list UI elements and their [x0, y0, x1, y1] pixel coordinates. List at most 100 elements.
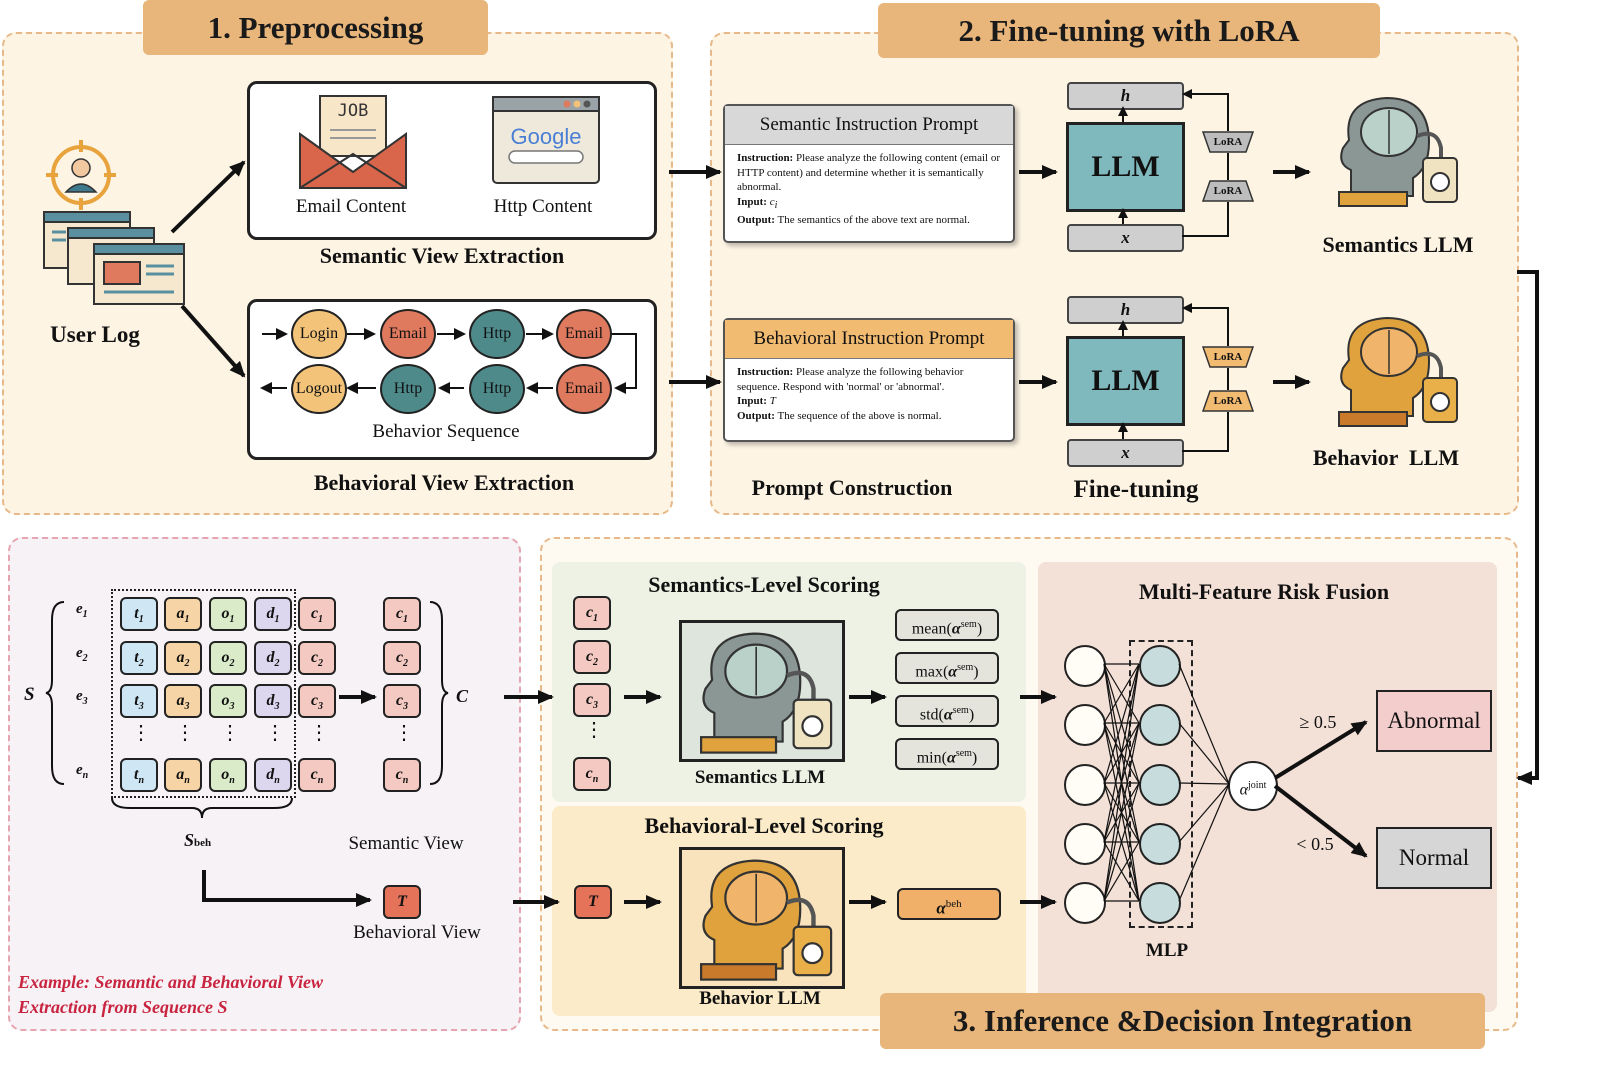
grid-cell-d3: d3: [254, 684, 292, 718]
row-label-e2: e2: [76, 645, 88, 664]
sbeh-s: S: [184, 830, 195, 850]
grid-cell-a1: a1: [164, 597, 202, 631]
behavior-llm-label-top: Behavior LLM: [1312, 445, 1460, 470]
lora-top-down: LoRA: [1202, 180, 1254, 202]
lora-bottom-down-label: LoRA: [1213, 395, 1243, 407]
prompt-construction-label: Prompt Construction: [751, 475, 953, 500]
behavior-sequence-label: Behavior Sequence: [372, 421, 520, 442]
log-windows-icon: [42, 210, 188, 313]
alpha-beh-box: αbeh: [897, 888, 1001, 920]
normal-output: Normal: [1376, 827, 1492, 889]
lora-top-up-label: LoRA: [1213, 136, 1243, 148]
s-left-brace: [45, 601, 65, 785]
mlp-input-node: [1064, 882, 1106, 924]
h-output-top: h: [1067, 82, 1184, 110]
s-symbol: S: [24, 684, 35, 705]
grid-ellipsis: ⋮: [220, 722, 240, 744]
behavioral-view-extraction-label: Behavioral View Extraction: [313, 470, 575, 495]
abnormal-output: Abnormal: [1376, 690, 1492, 752]
semantic-output-text: The semantics of the above text are norm…: [777, 214, 970, 227]
behavior-llm-label-inference: Behavior LLM: [699, 988, 821, 1009]
seq-node-http-1: Http: [469, 309, 525, 359]
sbeh-label: Sbeh: [184, 830, 211, 851]
grid-cell-c1: c1: [298, 597, 336, 631]
fine-tuning-label: Fine-tuning: [1073, 476, 1199, 503]
grid-cell-o1: o1: [209, 597, 247, 631]
alpha-beh-symbol: α: [936, 898, 946, 918]
sbeh-under-brace: [111, 797, 293, 819]
behavioral-view-label: Behavioral View: [353, 922, 481, 943]
grid-cell-dn: dn: [254, 758, 292, 792]
grid-cell-d1: d1: [254, 597, 292, 631]
alpha-beh-sup: beh: [945, 898, 962, 910]
google-logo-text: Google: [510, 124, 582, 149]
lora-bottom-down: LoRA: [1202, 390, 1254, 412]
behavioral-input-label: Input:: [737, 395, 767, 407]
alpha-joint-symbol: α: [1239, 781, 1249, 799]
semantic-instruction-text: Please analyze the following content (em…: [737, 152, 1001, 193]
user-target-icon: [44, 138, 118, 217]
grid-cell-tn: tn: [120, 758, 158, 792]
inf-cn: cn: [573, 757, 611, 791]
row-label-en: en: [76, 762, 89, 781]
seq-node-email-3: Email: [556, 364, 612, 414]
grid-ellipsis: ⋮: [309, 722, 329, 744]
behavioral-prompt-title: Behavioral Instruction Prompt: [725, 320, 1013, 359]
mlp-dashed-box: [1129, 640, 1193, 928]
c-view-cell-c1: c1: [383, 597, 421, 631]
grid-ellipsis: ⋮: [131, 722, 151, 744]
inf-c-ellipsis: ⋮: [584, 719, 604, 741]
semantics-llm-head-icon: [1333, 92, 1461, 215]
seq-node-http-2: Http: [469, 364, 525, 414]
email-content-label: Email Content: [295, 196, 407, 217]
llm-block-bottom: LLM: [1066, 336, 1185, 426]
x-input-bottom: x: [1067, 439, 1184, 467]
behavioral-instruction-prompt: Behavioral Instruction Prompt Instructio…: [723, 318, 1015, 442]
c-view-cell-cn: cn: [383, 758, 421, 792]
sbeh-dotted-box: [111, 589, 296, 798]
semantics-llm-label-top: Semantics LLM: [1322, 232, 1474, 257]
seq-node-http-3: Http: [380, 364, 436, 414]
semantic-prompt-title: Semantic Instruction Prompt: [725, 106, 1013, 145]
c-symbol: C: [456, 686, 469, 706]
c-view-cell-c3: c3: [383, 684, 421, 718]
grid-ellipsis: ⋮: [394, 722, 414, 744]
semantic-view-label: Semantic View: [348, 833, 464, 854]
http-content-label: Http Content: [493, 196, 593, 217]
email-envelope-icon: [298, 94, 408, 195]
grid-cell-cn: cn: [298, 758, 336, 792]
inf-c3: c3: [573, 683, 611, 717]
behavioral-output-text: The sequence of the above is normal.: [777, 409, 942, 422]
row-label-e3: e3: [76, 688, 88, 707]
inf-t-token: T: [574, 885, 612, 919]
mlp-hidden-node: [1139, 704, 1181, 746]
seq-node-email-2: Email: [556, 309, 612, 359]
behavioral-instruction-label: Instruction:: [737, 366, 794, 378]
lt-threshold-label: < 0.5: [1296, 834, 1334, 854]
semantics-llm-icon: [700, 632, 833, 754]
row-label-e1: e1: [76, 601, 88, 620]
c-view-cell-c2: c2: [383, 641, 421, 675]
grid-cell-a2: a2: [164, 641, 202, 675]
semantics-llm-label-inference: Semantics LLM: [694, 767, 826, 788]
behavior-llm-icon: [700, 859, 833, 981]
lora-bottom-up: LoRA: [1202, 346, 1254, 368]
example-caption-line1: Example: Semantic and Behavioral View: [18, 972, 324, 992]
mlp-label: MLP: [1145, 940, 1189, 961]
behavioral-instruction-text: Please analyze the following behavior se…: [737, 366, 964, 393]
behavior-llm-head-icon-top: [1333, 312, 1461, 435]
seq-node-login: Login: [291, 309, 347, 359]
semantic-instruction-prompt: Semantic Instruction Prompt Instruction:…: [723, 104, 1015, 243]
semantics-llm-frame: [679, 620, 845, 762]
x-input-top: x: [1067, 224, 1184, 252]
preprocessing-tag: 1. Preprocessing: [143, 0, 488, 55]
c-right-brace: [429, 601, 449, 785]
grid-cell-on: on: [209, 758, 247, 792]
seq-node-email-1: Email: [380, 309, 436, 359]
behavior-llm-frame: [679, 847, 845, 989]
grid-cell-t2: t2: [120, 641, 158, 675]
h-output-bottom: h: [1067, 296, 1184, 324]
alpha-sem-stat-0: mean(αsem): [895, 609, 999, 641]
example-t-token: T: [383, 885, 421, 919]
semantic-instruction-label: Instruction:: [737, 152, 794, 164]
